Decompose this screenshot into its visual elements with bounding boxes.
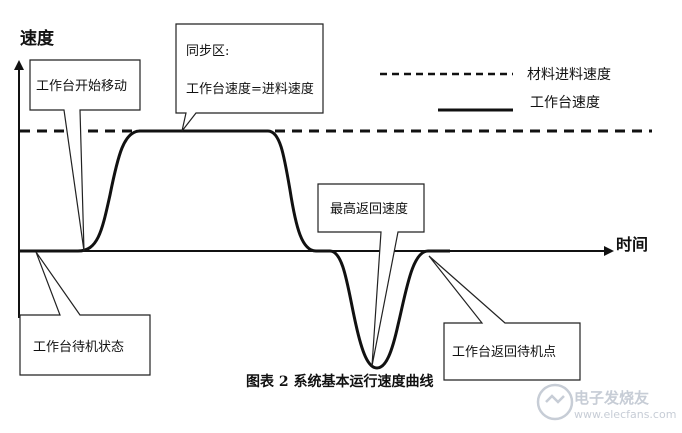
watermark-logo-icon	[536, 383, 574, 421]
watermark: 电子发烧友 www.elecfans.com	[536, 383, 676, 421]
callout-max-return-speed	[317, 183, 425, 367]
callout-max-return-speed-text: 最高返回速度	[330, 201, 408, 217]
x-axis-label: 时间	[616, 235, 648, 254]
callout-table-return-standby	[428, 255, 581, 381]
y-axis-label: 速度	[20, 28, 55, 49]
callout-table-standby-text: 工作台待机状态	[33, 340, 124, 355]
legend-table-speed: 工作台速度	[530, 95, 600, 111]
callout-table-start-moving	[29, 59, 141, 252]
table-speed-curve	[20, 129, 450, 370]
figure-caption: 图表 2 系统基本运行速度曲线	[246, 373, 434, 390]
callout-table-return-standby-text: 工作台返回待机点	[452, 345, 556, 360]
legend-material-feed-speed: 材料进料速度	[527, 67, 611, 83]
callout-sync-zone-title: 同步区:	[186, 44, 229, 59]
watermark-cn: 电子发烧友	[574, 389, 649, 407]
callout-sync-zone-equation: 工作台速度=进料速度	[186, 81, 314, 97]
callout-table-start-moving-text: 工作台开始移动	[36, 79, 127, 94]
callout-table-standby	[19, 251, 151, 376]
watermark-en: www.elecfans.com	[574, 408, 676, 421]
callout-sync-zone	[175, 23, 324, 132]
